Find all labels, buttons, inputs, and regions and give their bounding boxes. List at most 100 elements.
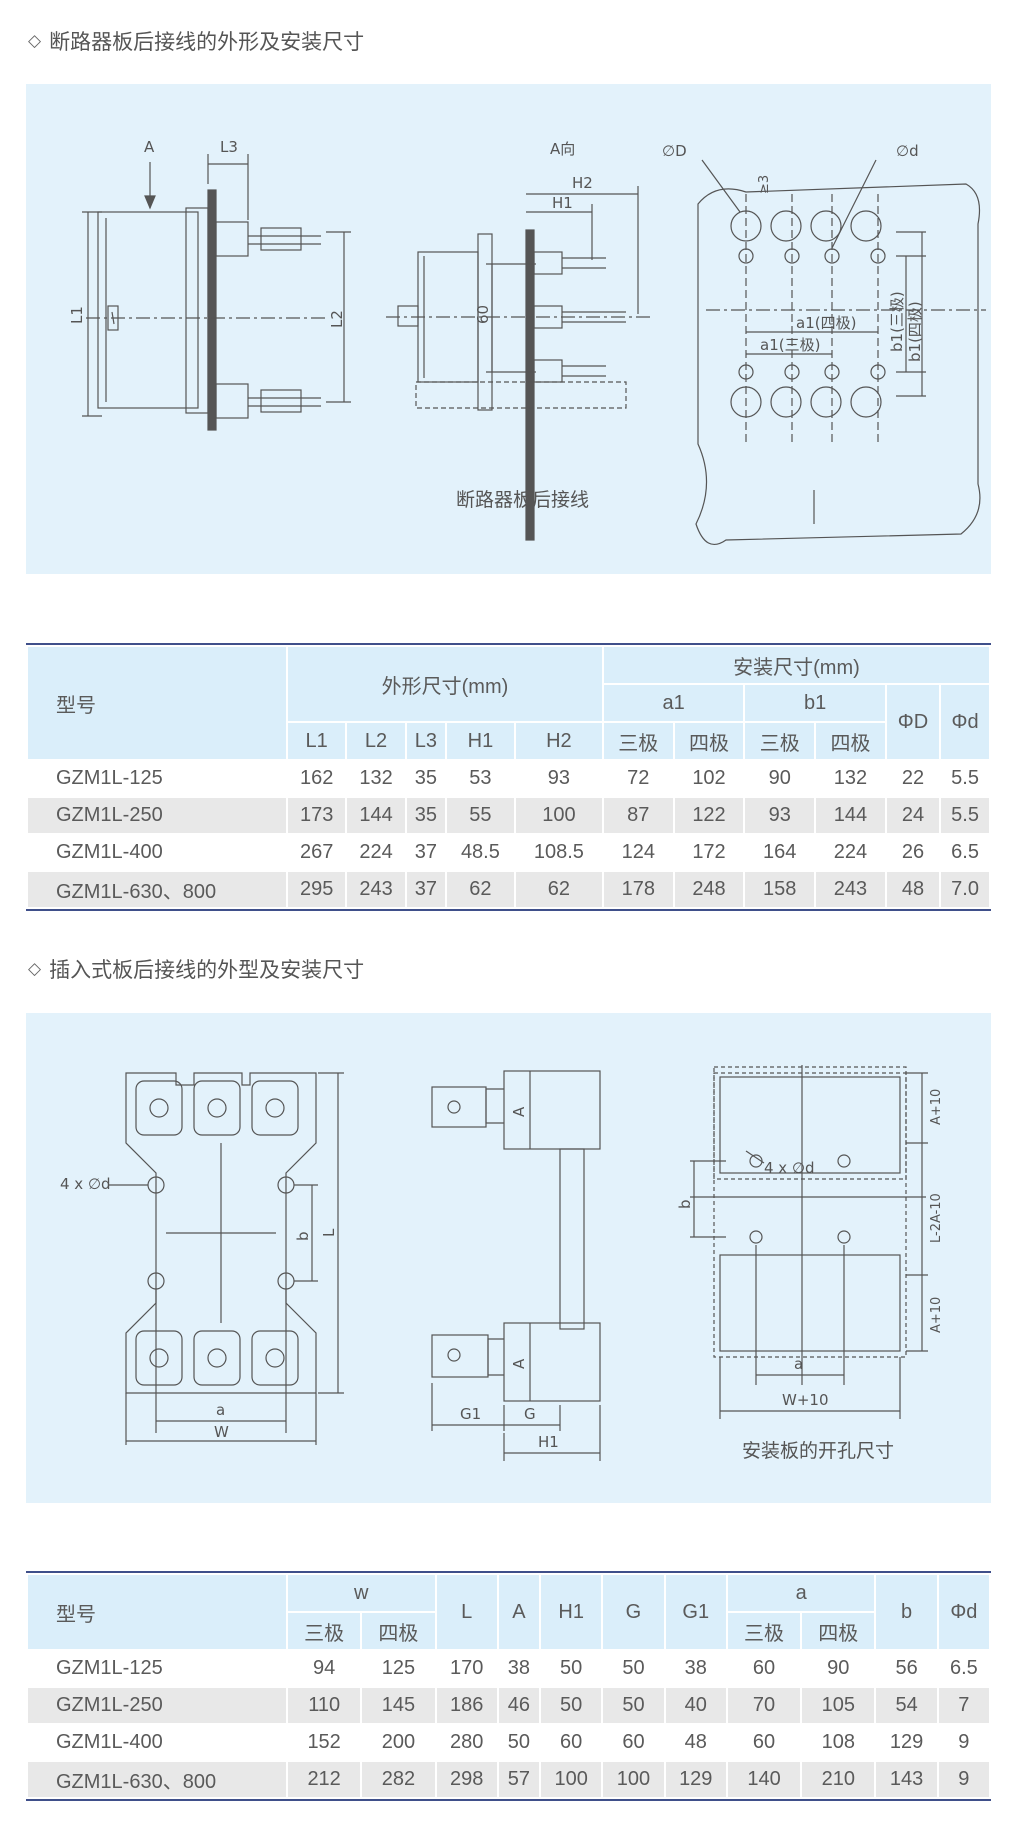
- table-cell: 50: [507, 1731, 531, 1753]
- table-cell: 164: [763, 841, 797, 863]
- label-G: G: [524, 1405, 536, 1423]
- label-b1-three-pole: b1(三极): [888, 291, 906, 352]
- table-cell: 144: [347, 798, 405, 833]
- table2-col-b: b: [876, 1575, 937, 1649]
- table-cell: 110: [288, 1688, 361, 1723]
- label-phid: ∅d: [896, 142, 919, 160]
- table2-col-w-four: 四极: [362, 1613, 435, 1649]
- table-cell: 143: [876, 1762, 937, 1797]
- label-G1: G1: [460, 1405, 481, 1423]
- table-row: GZM1L-250 110 145 186 46 50 50 40 70 105…: [28, 1688, 989, 1723]
- table-cell: 50: [560, 1657, 583, 1679]
- table-cell: 37: [406, 872, 445, 907]
- side-view-top-block: [503, 1070, 601, 1150]
- table-cell: 72: [627, 767, 650, 789]
- table1-col-H1: H1: [446, 723, 514, 759]
- label-holes: 4 x ∅d: [60, 1175, 111, 1193]
- label-cutout-holes: 4 x ∅d: [764, 1159, 815, 1177]
- table-cell: 105: [802, 1688, 875, 1723]
- table-cell: 224: [833, 841, 868, 863]
- table-cell: 54: [876, 1688, 937, 1723]
- table-cell: 173: [288, 798, 346, 833]
- label-A10-top: A+10: [929, 1089, 944, 1125]
- table-cell: 140: [727, 1762, 801, 1797]
- table-cell: 100: [603, 1762, 664, 1797]
- table-cell: 48.5: [460, 841, 500, 863]
- label-phiD: ∅D: [662, 142, 687, 160]
- label-L3: L3: [220, 138, 238, 156]
- rear-wiring-diagram-panel: A L3 L1 L2 A向 H1 H2 60 ∅D ∅d ≥3 a1(四极) a…: [26, 84, 991, 574]
- table-row: GZM1L-630、800 295 243 37 62 62 178 248 1…: [28, 872, 989, 907]
- table2-a-header: a: [727, 1575, 875, 1611]
- table-cell: 38: [684, 1657, 707, 1679]
- table-cell: 90: [827, 1657, 850, 1679]
- table-cell: 129: [889, 1731, 924, 1753]
- label-cutout-b: b: [676, 1199, 694, 1209]
- table-cell: GZM1L-630、800: [28, 1762, 286, 1797]
- table-cell: 50: [622, 1657, 645, 1679]
- diagram2-caption: 安装板的开孔尺寸: [742, 1440, 894, 1462]
- table2-col-a-three: 三极: [727, 1613, 801, 1649]
- table-cell: 93: [745, 798, 815, 833]
- plug-in-diagram-panel: 4 x ∅d b L a W A A G1 G H1 4 x ∅d b A+10…: [26, 1013, 991, 1503]
- table-cell: 172: [692, 841, 726, 863]
- table-cell: 178: [603, 872, 673, 907]
- table-cell: 132: [359, 767, 393, 789]
- table-cell: 129: [665, 1762, 726, 1797]
- plug-in-breaker-outline: [125, 1072, 317, 1394]
- table-cell: 108: [821, 1731, 855, 1753]
- table2-col-w-three: 三极: [288, 1613, 361, 1649]
- label-a: a: [216, 1401, 225, 1419]
- label-a1-four-pole: a1(四极): [796, 314, 856, 332]
- table-cell: 70: [727, 1688, 801, 1723]
- table-cell: 5.5: [941, 798, 989, 833]
- table-cell: 152: [307, 1731, 341, 1753]
- table-cell: GZM1L-630、800: [28, 872, 286, 907]
- label-b: b: [294, 1231, 312, 1241]
- label-L: L: [320, 1228, 338, 1237]
- table2-col-G1: G1: [665, 1575, 726, 1649]
- table1-outer-header: 外形尺寸(mm): [288, 647, 602, 721]
- label-H1: H1: [538, 1433, 559, 1451]
- breaker-body-side: [97, 211, 199, 409]
- table-cell: 210: [802, 1762, 875, 1797]
- table-cell: 125: [381, 1657, 416, 1679]
- table-cell: GZM1L-400: [56, 841, 163, 863]
- label-H2: H2: [572, 174, 593, 192]
- table1-col-b1-four: 四极: [816, 723, 885, 759]
- table1-col-b1-three: 三极: [745, 723, 815, 759]
- table-cell: 37: [414, 841, 437, 863]
- table-cell: GZM1L-125: [56, 1657, 163, 1679]
- table2-plug-in-dimensions: 型号 w L A H1 G G1 a b Φd 三极 四极 三极 四极 GZM1…: [26, 1571, 991, 1801]
- table-cell: 267: [299, 841, 334, 863]
- table1-a1-header: a1: [603, 685, 744, 721]
- section2-title: ◇ 插入式板后接线的外型及安装尺寸: [28, 954, 364, 984]
- table1-col-a1-three: 三极: [603, 723, 673, 759]
- diamond-bullet-icon: ◇: [28, 959, 42, 979]
- table-row: GZM1L-400 267 224 37 48.5 108.5 124 172 …: [28, 835, 989, 870]
- table-cell: 60: [752, 1731, 776, 1753]
- label-A: A: [144, 138, 155, 156]
- table-row: GZM1L-125 94 125 170 38 50 50 38 60 90 5…: [28, 1651, 989, 1686]
- label-cutout-a: a: [794, 1355, 803, 1373]
- table-cell: 62: [446, 872, 514, 907]
- table-cell: 22: [901, 767, 925, 789]
- table-cell: 100: [515, 798, 602, 833]
- table-row: GZM1L-250 173 144 35 55 100 87 122 93 14…: [28, 798, 989, 833]
- table-cell: 48: [886, 872, 940, 907]
- table-cell: 122: [674, 798, 744, 833]
- label-60: 60: [474, 305, 492, 324]
- table2-col-a-four: 四极: [802, 1613, 875, 1649]
- table1-phiD-header: ΦD: [886, 685, 940, 759]
- table-cell: 162: [299, 767, 334, 789]
- table-cell: 7.0: [941, 872, 989, 907]
- table-cell: 48: [684, 1731, 707, 1753]
- label-W10: W+10: [782, 1391, 829, 1409]
- table2-w-header: w: [288, 1575, 435, 1611]
- table-cell: 243: [347, 872, 405, 907]
- table-cell: 132: [833, 767, 868, 789]
- table1-phid-header: Φd: [941, 685, 989, 759]
- table-cell: 6.5: [949, 1657, 978, 1679]
- table-cell: 62: [515, 872, 602, 907]
- table-cell: 144: [816, 798, 885, 833]
